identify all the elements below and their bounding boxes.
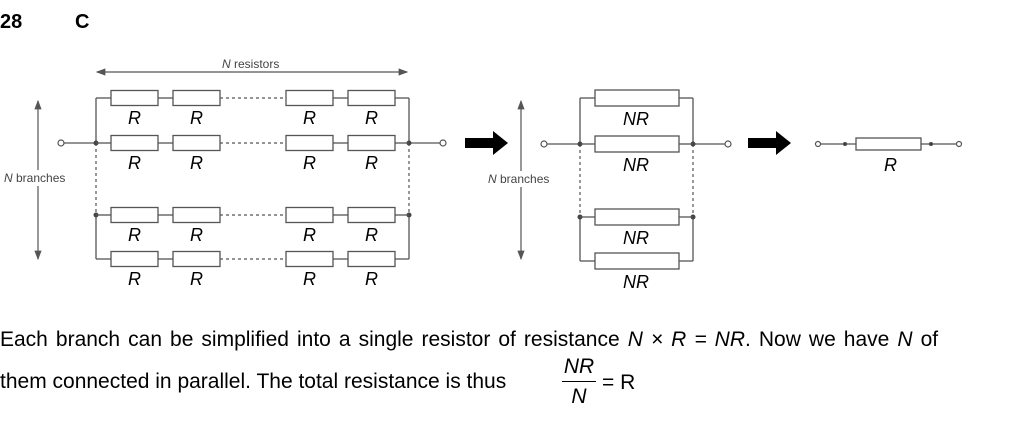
stage2-circuit: N branches NR NR NR NR: [487, 89, 732, 292]
output-terminal-2: [724, 140, 732, 148]
resistor-label: R: [190, 108, 203, 128]
fraction-result: = R: [602, 371, 636, 394]
resistor-label: R: [365, 225, 378, 245]
stage1-circuit: N resistors N branches R R R R R R R R R R R R R R R R: [4, 57, 447, 289]
resistor: [285, 250, 334, 268]
fraction-denominator: N: [571, 385, 587, 408]
n-branches-label-2: N branches: [488, 172, 549, 186]
question-number: 28: [0, 11, 23, 33]
equivalent-resistor-label: R: [884, 155, 897, 175]
resistor: [347, 250, 396, 268]
resistor: [110, 206, 159, 224]
input-terminal-2: [540, 140, 548, 148]
input-terminal-3: [814, 140, 822, 148]
branch-row: NR: [580, 89, 693, 129]
resistor-label: NR: [623, 155, 649, 175]
resistor: [172, 89, 221, 107]
resistor: [172, 250, 221, 268]
resistor-label: R: [190, 153, 203, 173]
branch-row: NR: [580, 135, 693, 175]
resistor: [285, 89, 334, 107]
resistor: [594, 89, 680, 107]
right-arrow-icon-2: [748, 131, 791, 155]
input-terminal: [57, 139, 65, 147]
resistor: [172, 134, 221, 152]
resistor: [285, 206, 334, 224]
output-terminal-3: [955, 140, 963, 148]
resistor: [347, 89, 396, 107]
n-branches-label: N branches: [4, 171, 65, 185]
resistor-label: R: [303, 225, 316, 245]
resistor-label: R: [190, 225, 203, 245]
explanation-line-2: them connected in parallel. The total re…: [0, 370, 507, 393]
fraction: NR N: [562, 355, 596, 409]
resistor-label: R: [190, 269, 203, 289]
answer-letter: C: [75, 11, 90, 33]
right-arrow-icon: [465, 131, 508, 155]
fraction-numerator: NR: [563, 355, 595, 378]
output-terminal: [439, 139, 447, 147]
resistor-label: R: [303, 108, 316, 128]
n-resistors-label: N resistors: [222, 57, 279, 71]
resistor-label: R: [128, 269, 141, 289]
resistor: [110, 89, 159, 107]
resistor: [594, 135, 680, 153]
resistor: [110, 250, 159, 268]
resistor: [347, 206, 396, 224]
resistor-label: NR: [623, 228, 649, 248]
branch-row: NR: [580, 252, 693, 292]
resistor: [285, 134, 334, 152]
equivalent-resistor: [855, 137, 922, 151]
resistor-label: NR: [623, 109, 649, 129]
stage3-circuit: R: [814, 137, 963, 175]
resistor: [347, 134, 396, 152]
resistor-label: R: [365, 153, 378, 173]
resistor: [594, 252, 680, 270]
fraction-bar: [562, 381, 596, 382]
resistor: [594, 208, 680, 226]
resistor-label: R: [303, 269, 316, 289]
resistor-label: R: [128, 225, 141, 245]
resistor-label: R: [365, 269, 378, 289]
resistor: [110, 134, 159, 152]
resistor-label: R: [128, 108, 141, 128]
explanation-line-1: Each branch can be simplified into a sin…: [0, 328, 939, 351]
resistor-label: R: [303, 153, 316, 173]
resistor-label: R: [365, 108, 378, 128]
branch-row: NR: [580, 208, 693, 248]
resistor-label: NR: [623, 272, 649, 292]
resistor-label: R: [128, 153, 141, 173]
resistor: [172, 206, 221, 224]
